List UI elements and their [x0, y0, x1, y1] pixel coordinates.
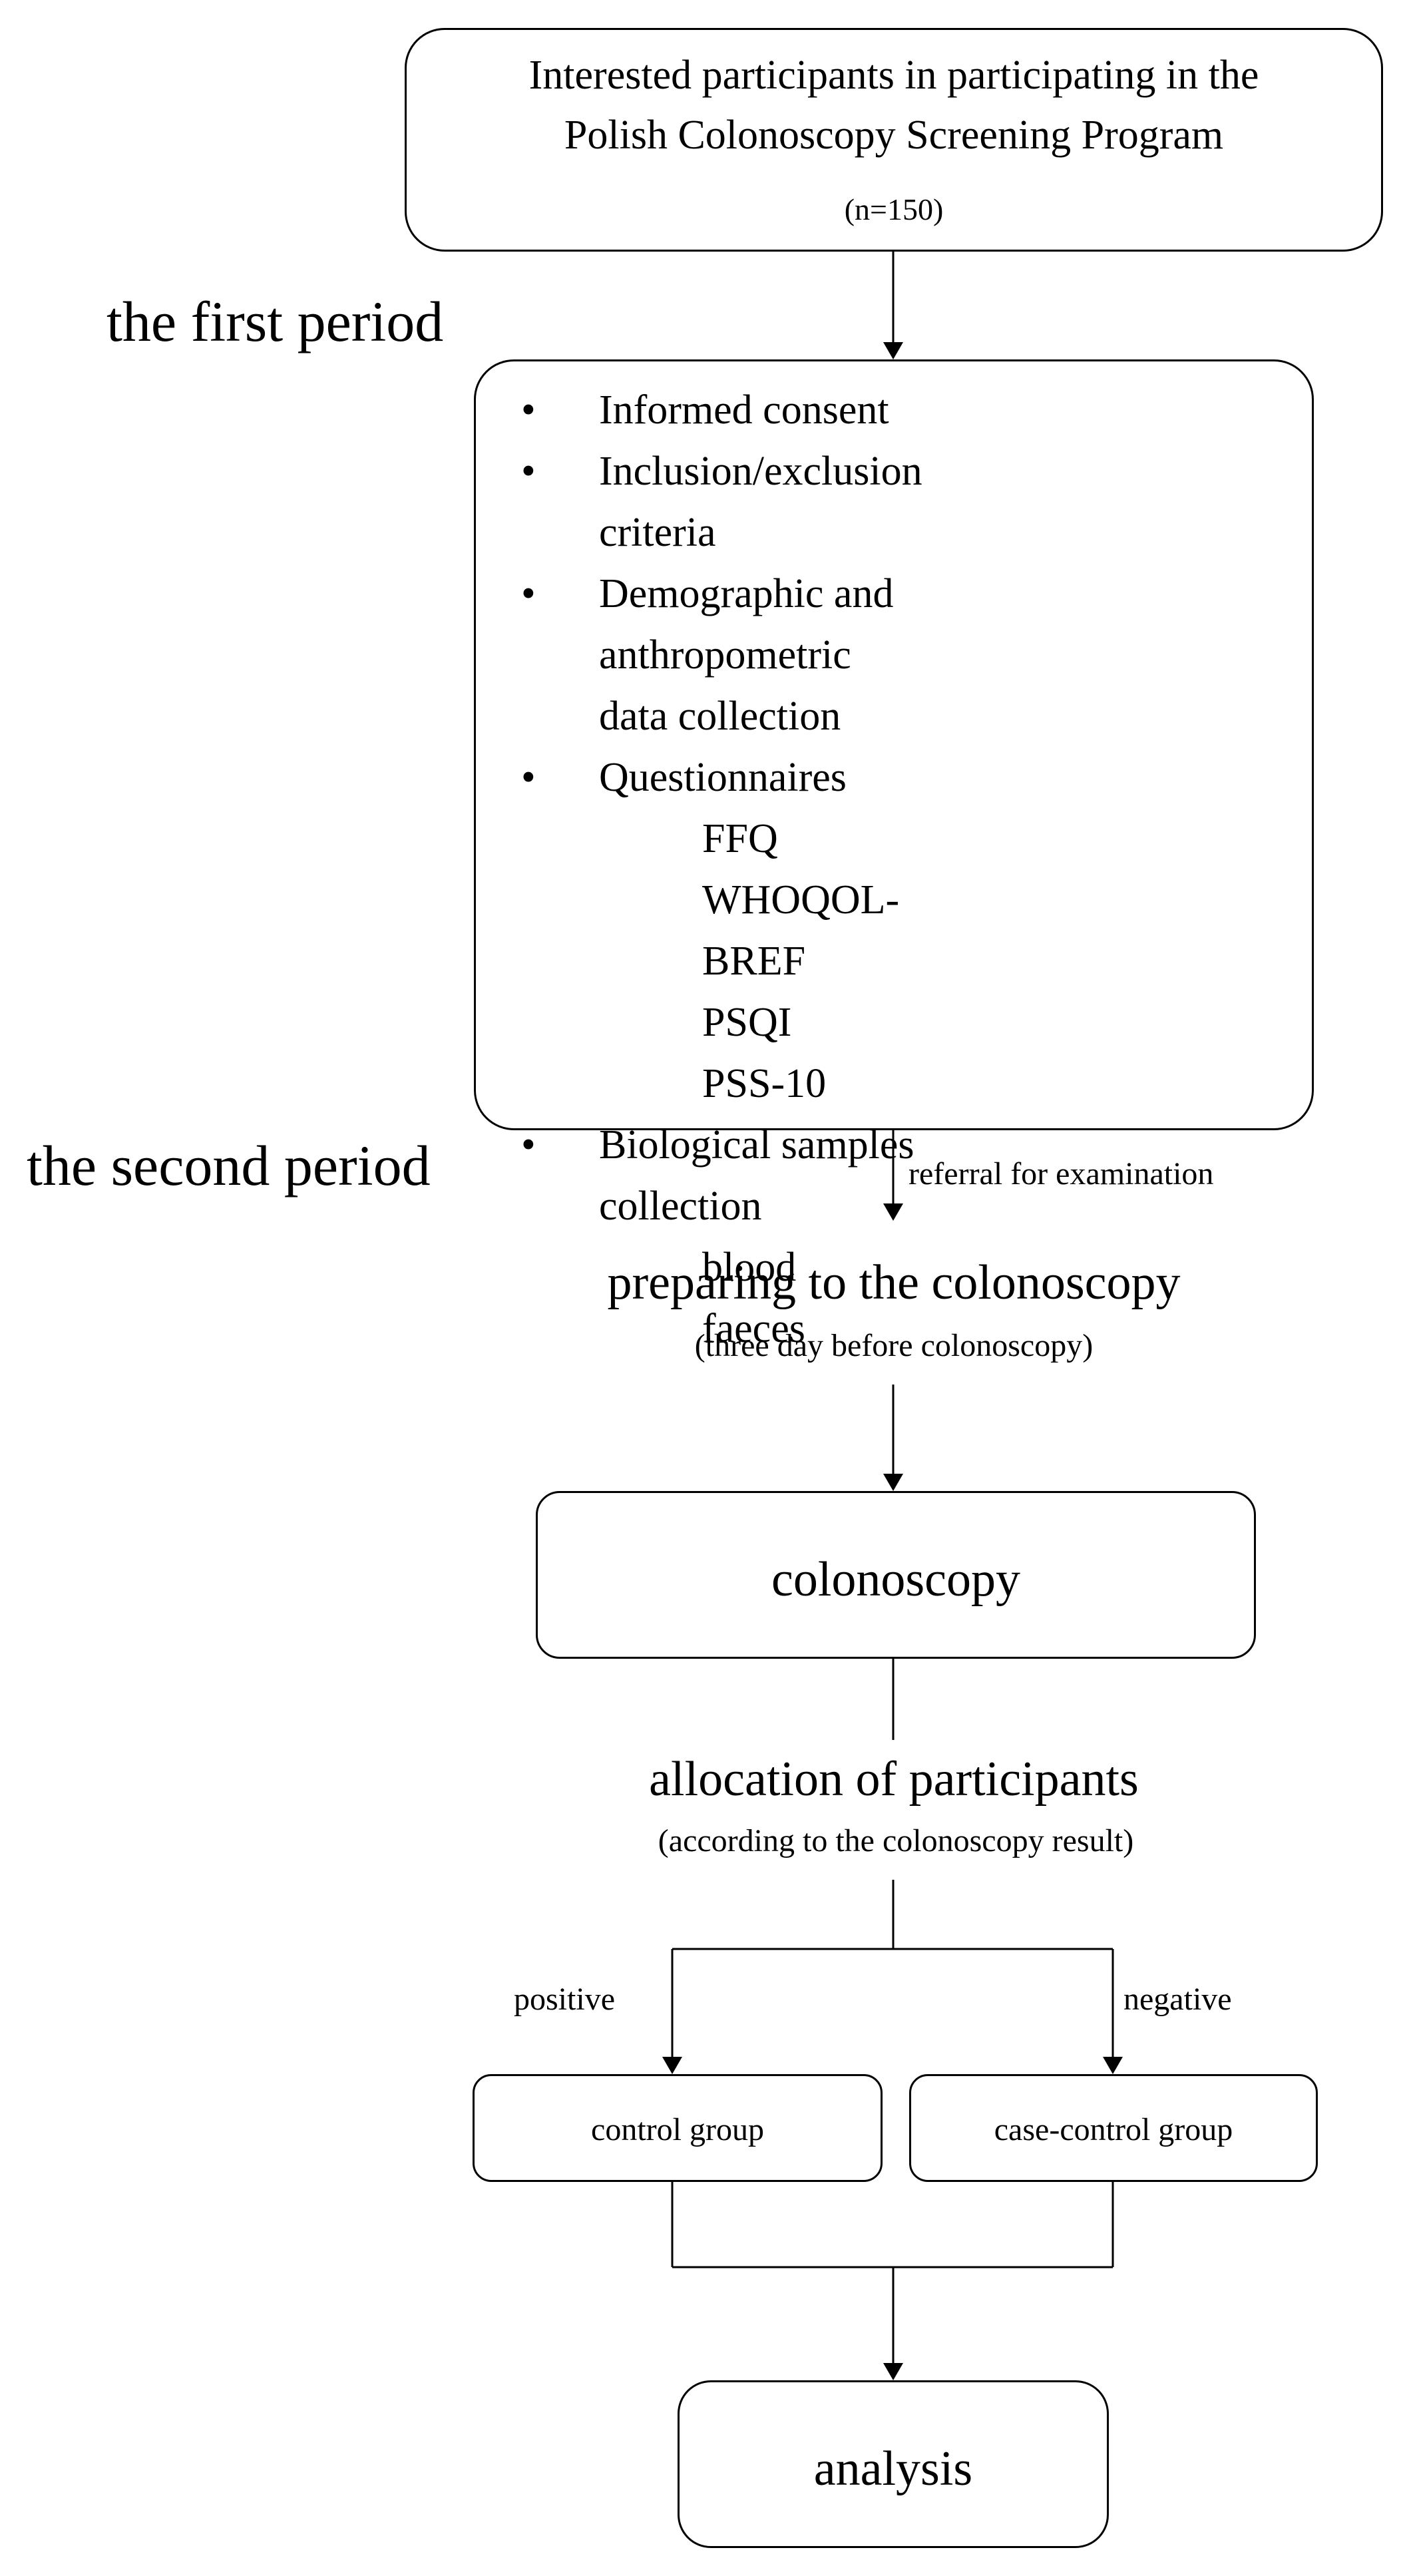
list-item: Questionnaires [503, 747, 922, 808]
case-control-group-box [909, 2074, 1318, 2182]
analysis-label: analysis [813, 2442, 973, 2496]
preparing-subtitle: (three day before colonoscopy) [694, 1328, 1094, 1363]
list-item: faeces [702, 1306, 805, 1351]
arrowhead-analysis [883, 2363, 903, 2380]
allocation-subtitle: (according to the colonoscopy result) [658, 1823, 1134, 1858]
colonoscopy-label: colonoscopy [771, 1552, 1021, 1607]
list-item: Biological samples collection [503, 1114, 922, 1237]
arrowhead-first-period [883, 342, 903, 359]
colonoscopy-box [536, 1491, 1256, 1659]
second-period-label: the second period [27, 1134, 431, 1197]
negative-label: negative [1123, 1982, 1232, 2017]
list-item: blood [702, 1245, 797, 1290]
list-item: WHOQOL-BREF [702, 877, 900, 984]
first-period-label: the first period [106, 290, 444, 353]
participants-count: (n=150) [844, 192, 944, 226]
list-item: Inclusion/exclusion criteria [503, 441, 922, 563]
arrowhead-case-control-group [1103, 2057, 1123, 2074]
arrowhead-colonoscopy [883, 1474, 903, 1491]
participants-line2: Polish Colonoscopy Screening Program [564, 112, 1224, 158]
referral-label: referral for examination [908, 1156, 1214, 1191]
control-group-box [473, 2074, 883, 2182]
case-control-group-label: case-control group [994, 2112, 1233, 2147]
arrowhead-control-group [662, 2057, 682, 2074]
list-item: PSS-10 [702, 1061, 827, 1106]
first-period-list: Informed consent Inclusion/exclusion cri… [503, 379, 922, 1359]
analysis-box [678, 2380, 1109, 2548]
participants-line1: Interested participants in participating… [528, 53, 1259, 98]
list-item: anthropometric data collection [599, 632, 851, 739]
preparing-title: preparing to the colonoscopy [607, 1255, 1181, 1310]
list-item: FFQ [702, 816, 778, 861]
list-item: Demographic and [503, 563, 922, 624]
control-group-label: control group [591, 2112, 764, 2147]
positive-label: positive [514, 1982, 615, 2017]
participants-box [405, 28, 1383, 252]
list-item: PSQI [702, 1000, 792, 1045]
list-item: Informed consent [503, 379, 922, 441]
allocation-title: allocation of participants [649, 1752, 1139, 1807]
